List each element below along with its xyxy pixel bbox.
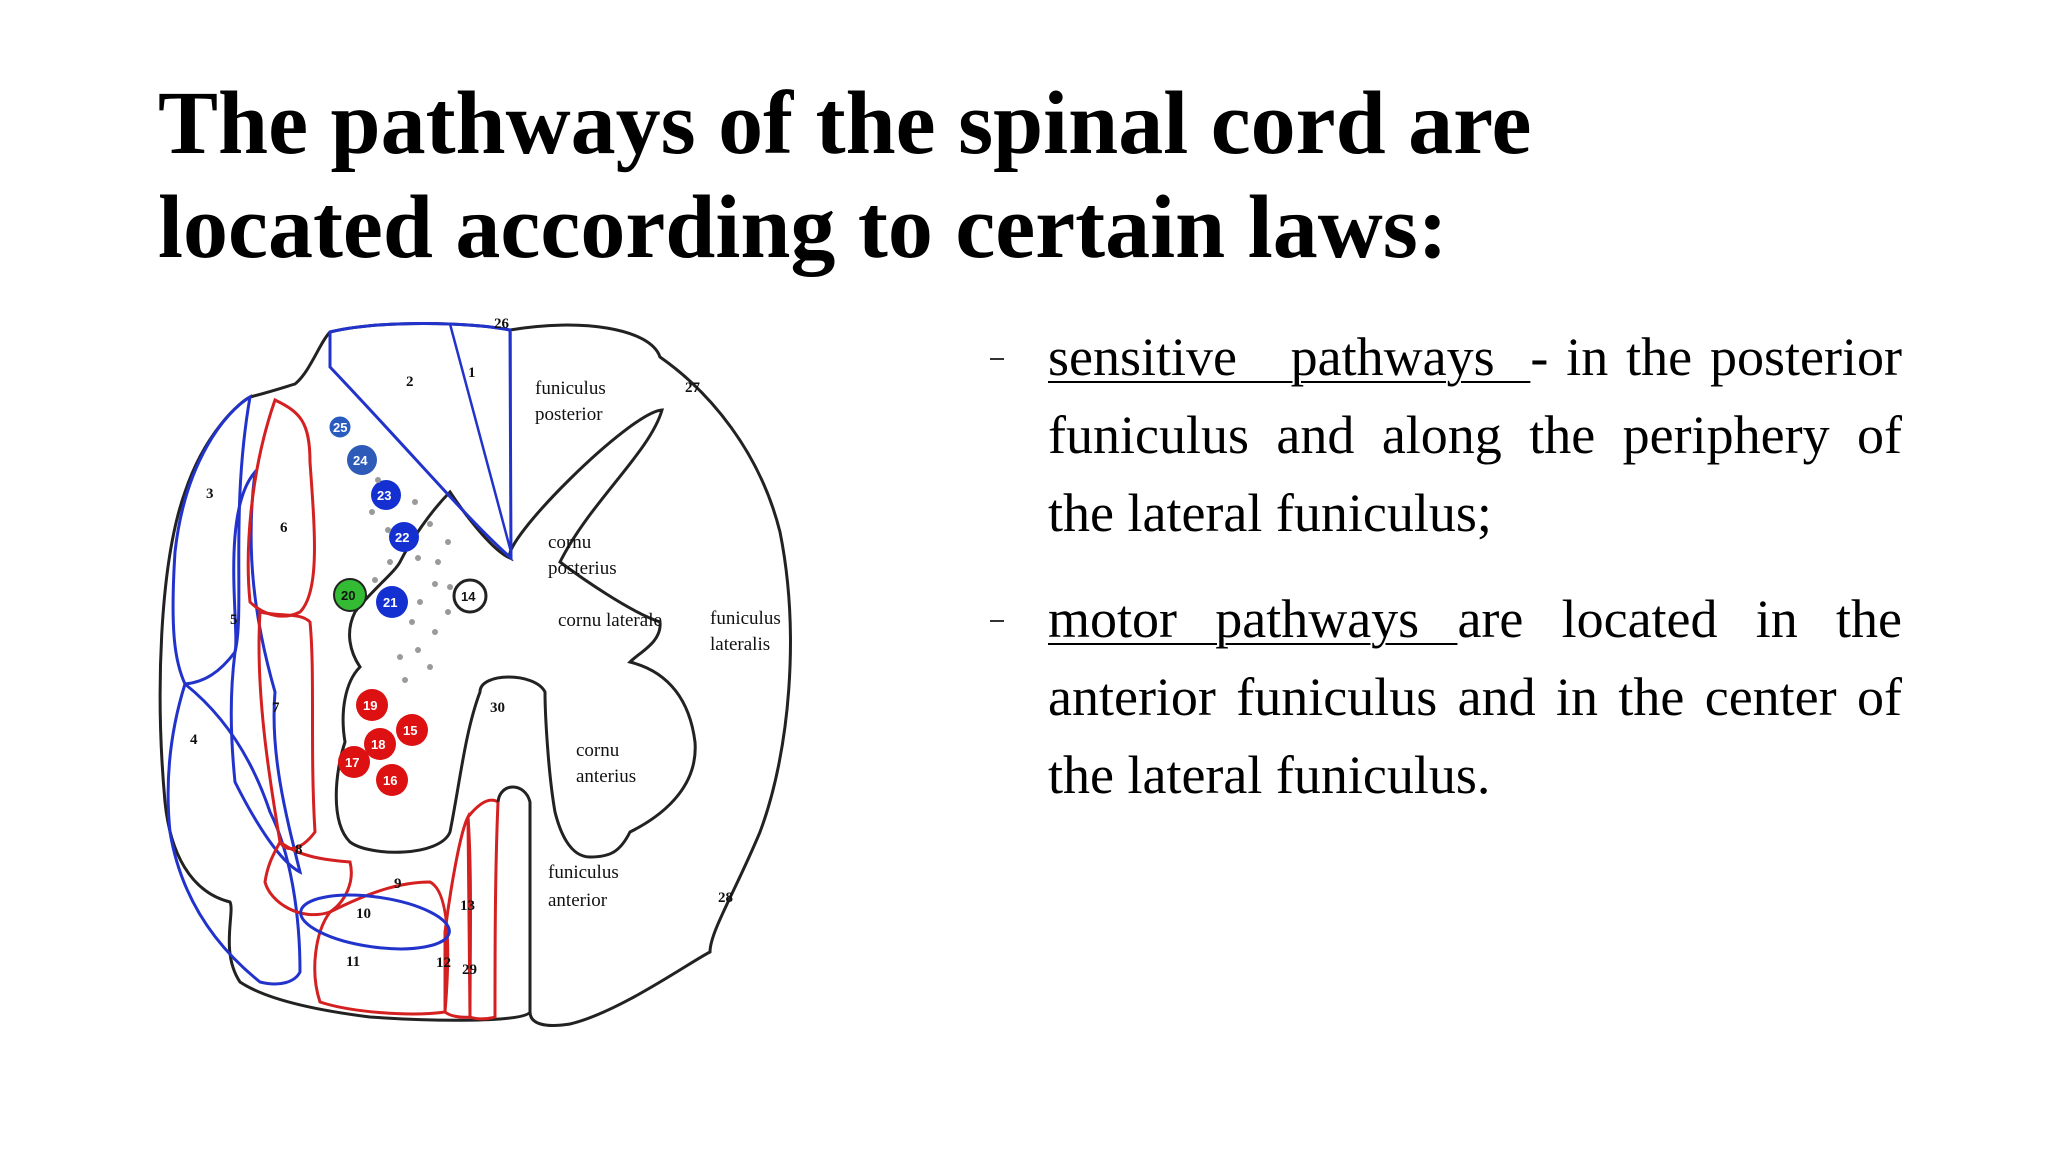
num-21: 21 xyxy=(383,595,397,610)
spinal-cord-diagram: 1 2 3 4 5 6 7 8 9 10 11 12 13 29 26 27 2… xyxy=(158,316,792,1027)
bullet-dash xyxy=(990,620,1004,622)
title-line-1: The pathways of the spinal cord are xyxy=(158,74,1532,173)
num-3: 3 xyxy=(206,486,214,502)
num-9: 9 xyxy=(394,876,402,892)
tract-1-divider xyxy=(448,323,513,553)
bullet-underlined-term: sensitive pathways xyxy=(1048,327,1531,387)
nucleus-15 xyxy=(396,714,428,746)
num-17: 17 xyxy=(345,755,359,770)
bullet-text: motor pathways are located in the anteri… xyxy=(1048,580,1902,814)
num-1: 1 xyxy=(468,365,476,381)
tract-13 xyxy=(466,798,500,1021)
num-16: 16 xyxy=(383,773,397,788)
label-funiculus-lateralis-2: lateralis xyxy=(710,634,770,655)
label-funiculus-anterior-1: funiculus xyxy=(548,862,619,883)
label-cornu-laterale: cornu laterale xyxy=(558,610,662,631)
nucleus-14 xyxy=(452,578,488,614)
nucleus-21 xyxy=(376,586,408,618)
bullet-text: sensitive pathways - in the posterior fu… xyxy=(1048,318,1902,552)
num-25: 25 xyxy=(333,420,347,435)
nucleus-23 xyxy=(371,480,401,510)
num-8: 8 xyxy=(295,842,303,858)
label-cornu-posterius-2: posterius xyxy=(548,558,617,579)
anterior-median-fissure xyxy=(496,785,532,1012)
bullet-body: - in the posterior funiculus and along t… xyxy=(1048,327,1902,543)
num-13: 13 xyxy=(460,898,475,914)
bullet-list: sensitive pathways - in the posterior fu… xyxy=(990,318,1902,842)
bullet-underlined-term: motor pathways xyxy=(1048,589,1458,649)
gray-dots xyxy=(369,477,453,683)
label-cornu-posterius-1: cornu xyxy=(548,532,592,553)
slide-title: The pathways of the spinal cord are loca… xyxy=(158,72,1908,280)
label-cornu-anterius-2: anterius xyxy=(576,766,636,787)
num-6: 6 xyxy=(280,520,288,536)
gray-matter-outline xyxy=(334,408,697,859)
num-15: 15 xyxy=(403,723,417,738)
tract-10 xyxy=(299,893,451,951)
num-26: 26 xyxy=(494,316,510,332)
num-19: 19 xyxy=(363,698,377,713)
bullet-item-motor: motor pathways are located in the anteri… xyxy=(990,580,1902,814)
num-4: 4 xyxy=(190,732,198,748)
label-funiculus-posterior-1: funiculus xyxy=(535,378,606,399)
num-2: 2 xyxy=(406,374,414,390)
num-30: 30 xyxy=(490,700,505,716)
num-27: 27 xyxy=(685,380,701,396)
bullet-item-sensitive: sensitive pathways - in the posterior fu… xyxy=(990,318,1902,552)
nucleus-24 xyxy=(347,445,377,475)
tract-2-fasciculus-gracilis xyxy=(328,322,513,562)
label-funiculus-anterior-2: anterior xyxy=(548,890,608,911)
nucleus-19 xyxy=(356,689,388,721)
title-line-2: located according to certain laws: xyxy=(158,178,1448,277)
nucleus-17 xyxy=(338,746,370,778)
label-funiculus-posterior-2: posterior xyxy=(535,404,603,425)
num-28: 28 xyxy=(718,890,733,906)
nucleus-16 xyxy=(376,764,408,796)
num-29: 29 xyxy=(462,962,477,978)
num-24: 24 xyxy=(353,453,368,468)
cord-outline xyxy=(158,322,792,1027)
num-12: 12 xyxy=(436,955,451,971)
nucleus-20 xyxy=(333,578,367,612)
tract-7 xyxy=(257,610,317,851)
num-5: 5 xyxy=(230,612,238,628)
num-20: 20 xyxy=(341,588,355,603)
tract-3 xyxy=(171,394,253,686)
bullet-dash xyxy=(990,358,1004,360)
num-14: 14 xyxy=(461,589,476,604)
num-10: 10 xyxy=(356,906,371,922)
tract-6 xyxy=(246,397,316,618)
num-11: 11 xyxy=(346,954,360,970)
num-18: 18 xyxy=(371,737,385,752)
tract-12 xyxy=(443,811,472,1019)
nucleus-22 xyxy=(389,522,419,552)
bullet-body: are located in the anterior funiculus an… xyxy=(1048,589,1902,805)
nucleus-25 xyxy=(328,415,352,439)
label-cornu-anterius-1: cornu xyxy=(576,740,620,761)
num-7: 7 xyxy=(272,700,280,716)
nucleus-18 xyxy=(364,728,396,760)
tract-4 xyxy=(166,681,302,986)
num-22: 22 xyxy=(395,530,409,545)
spinal-cord-cross-section-figure: 1 2 3 4 5 6 7 8 9 10 11 12 13 29 26 27 2… xyxy=(150,312,850,1032)
label-funiculus-lateralis-1: funiculus xyxy=(710,608,781,629)
num-23: 23 xyxy=(377,488,391,503)
tract-5 xyxy=(229,467,303,875)
